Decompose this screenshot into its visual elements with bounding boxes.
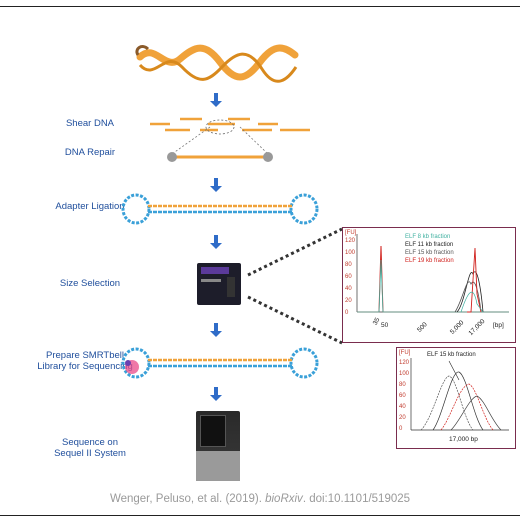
x-tick-35: 35 (371, 316, 382, 327)
top-y-tick: 20 (345, 298, 352, 304)
fu-label-bottom: [FU] (399, 350, 411, 356)
step-prepare-library: Prepare SMRTbell Library for Sequencing (20, 350, 150, 372)
fu-label-top: [FU] (345, 230, 357, 236)
figure-frame: Shear DNA DNA Repair Adapter Ligation Si… (0, 6, 520, 516)
sequel-ii-sequencer-icon (196, 411, 240, 481)
electropherogram-top-traces (356, 234, 509, 313)
step-sequence-line1: Sequence on (62, 437, 118, 448)
bottom-y-tick: 120 (399, 360, 410, 366)
step-adapter-ligation: Adapter Ligation (55, 201, 125, 212)
x-tick-50: 50 (381, 322, 389, 329)
x-axis-unit-bp: [bp] (493, 322, 504, 329)
citation-authors: Wenger, Peluso, et al. (2019). (109, 493, 266, 505)
step-size-selection: Size Selection (59, 278, 121, 289)
dna-helix-icon (135, 44, 299, 83)
adapter-ligated-molecule (121, 193, 319, 225)
top-y-tick: 40 (345, 286, 352, 292)
step-shear-dna: Shear DNA (65, 118, 115, 129)
step-dna-repair: DNA Repair (64, 147, 116, 158)
step-prepare-line2: Library for Sequencing (37, 361, 133, 372)
electropherogram-bottom-traces (410, 358, 509, 431)
legend-11kb: ELF 11 kb fraction (405, 242, 454, 248)
x-tick-5000: 5,000 (448, 319, 466, 336)
citation: Wenger, Peluso, et al. (2019). bioRxiv. … (0, 493, 520, 505)
bottom-y-tick: 20 (399, 415, 406, 421)
citation-journal: bioRxiv (265, 493, 303, 505)
step-sequence: Sequence on Sequel II System (30, 437, 150, 459)
bottom-y-tick: 100 (399, 371, 410, 377)
top-y-tick: 120 (345, 238, 356, 244)
top-y-tick: 0 (345, 310, 349, 316)
top-y-tick: 60 (345, 274, 352, 280)
x-label-17000bp: 17,000 bp (449, 436, 478, 443)
top-y-tick: 80 (345, 262, 352, 268)
step-sequence-line2: Sequel II System (54, 448, 126, 459)
annotation-15kb: ELF 15 kb fraction (427, 352, 476, 358)
bottom-y-tick: 80 (399, 382, 406, 388)
electropherogram-top-panel: [FU] 120 100 80 60 40 20 0 ELF 8 kb fraction E… (342, 227, 516, 343)
bottom-y-tick: 40 (399, 404, 406, 410)
bottom-y-tick: 60 (399, 393, 406, 399)
legend-15kb: ELF 15 kb fraction (405, 250, 454, 256)
x-tick-17000: 17,000 (467, 317, 487, 338)
sheared-dna-fragments (150, 117, 310, 135)
size-selection-instrument-icon (197, 263, 241, 305)
smrtbell-library-molecule (121, 347, 319, 379)
legend-8kb: ELF 8 kb fraction (405, 234, 451, 240)
bottom-y-tick: 0 (399, 426, 403, 432)
repaired-dna-molecule (167, 126, 273, 162)
legend-19kb: ELF 19 kb fraction (405, 258, 454, 264)
citation-doi: . doi:10.1101/519025 (302, 493, 411, 505)
step-prepare-line1: Prepare SMRTbell (46, 350, 124, 361)
x-tick-500: 500 (416, 321, 429, 334)
top-y-tick: 100 (345, 250, 356, 256)
